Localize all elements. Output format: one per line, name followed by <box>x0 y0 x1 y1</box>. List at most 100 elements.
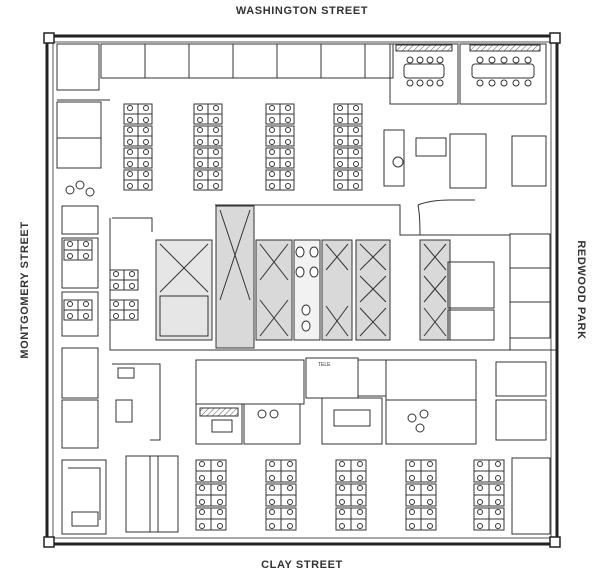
chair <box>83 301 89 307</box>
south-street-label: CLAY STREET <box>261 559 343 571</box>
chair <box>213 105 219 111</box>
chair <box>269 485 275 491</box>
chair <box>427 485 433 491</box>
chair <box>495 523 501 529</box>
chair <box>339 461 345 467</box>
chair <box>477 475 483 481</box>
chair <box>357 509 363 515</box>
chair <box>287 485 293 491</box>
chair <box>353 171 359 177</box>
chair <box>269 139 275 145</box>
chair <box>217 509 223 515</box>
chair <box>495 485 501 491</box>
chair <box>213 127 219 133</box>
chair <box>337 171 343 177</box>
chair <box>409 485 415 491</box>
chair <box>285 139 291 145</box>
chair <box>269 171 275 177</box>
chair <box>127 105 133 111</box>
chair <box>357 485 363 491</box>
chair <box>127 171 133 177</box>
chair <box>129 313 135 319</box>
conference-rooms-ne <box>389 43 547 105</box>
chair <box>269 509 275 515</box>
chair <box>285 105 291 111</box>
chair <box>353 149 359 155</box>
chair <box>357 499 363 505</box>
chair <box>287 461 293 467</box>
chair <box>339 499 345 505</box>
chair <box>353 127 359 133</box>
chair <box>197 117 203 123</box>
chair <box>199 461 205 467</box>
east-offices <box>383 129 551 535</box>
chair <box>337 117 343 123</box>
chair <box>427 475 433 481</box>
chair <box>337 105 343 111</box>
chair <box>495 475 501 481</box>
south-center-rooms <box>195 357 477 445</box>
chair <box>269 117 275 123</box>
chair <box>213 149 219 155</box>
chair <box>287 523 293 529</box>
chair <box>427 461 433 467</box>
chair <box>113 271 119 277</box>
chair <box>477 499 483 505</box>
chair <box>197 183 203 189</box>
chair <box>83 241 89 247</box>
chair <box>197 171 203 177</box>
chair <box>269 475 275 481</box>
chair <box>217 485 223 491</box>
chair <box>83 313 89 319</box>
chair <box>143 105 149 111</box>
chair <box>213 117 219 123</box>
chair <box>269 461 275 467</box>
chair <box>339 523 345 529</box>
chair <box>409 461 415 467</box>
chair <box>67 253 73 259</box>
chair <box>199 499 205 505</box>
chair <box>269 523 275 529</box>
chair <box>127 183 133 189</box>
chair <box>67 301 73 307</box>
chair <box>269 183 275 189</box>
chair <box>337 139 343 145</box>
chair <box>285 127 291 133</box>
chair <box>127 161 133 167</box>
chair <box>285 183 291 189</box>
chair <box>477 485 483 491</box>
chair <box>337 149 343 155</box>
chair <box>409 499 415 505</box>
chair <box>67 241 73 247</box>
chair <box>143 161 149 167</box>
chair <box>199 475 205 481</box>
chair <box>269 499 275 505</box>
building-core <box>155 205 451 349</box>
chair <box>217 499 223 505</box>
chair <box>143 183 149 189</box>
chair <box>213 183 219 189</box>
chair <box>477 523 483 529</box>
chair <box>495 509 501 515</box>
chair <box>143 149 149 155</box>
chair <box>269 105 275 111</box>
chair <box>427 523 433 529</box>
chair <box>143 117 149 123</box>
chair <box>269 149 275 155</box>
chair <box>67 313 73 319</box>
chair <box>129 283 135 289</box>
chair <box>213 139 219 145</box>
chair <box>353 105 359 111</box>
chair <box>339 485 345 491</box>
chair <box>217 461 223 467</box>
chair <box>285 161 291 167</box>
chair <box>199 509 205 515</box>
workstation-clusters <box>63 103 505 531</box>
chair <box>143 139 149 145</box>
chair <box>113 313 119 319</box>
chair <box>357 523 363 529</box>
chair <box>357 475 363 481</box>
chair <box>113 301 119 307</box>
chair <box>337 127 343 133</box>
